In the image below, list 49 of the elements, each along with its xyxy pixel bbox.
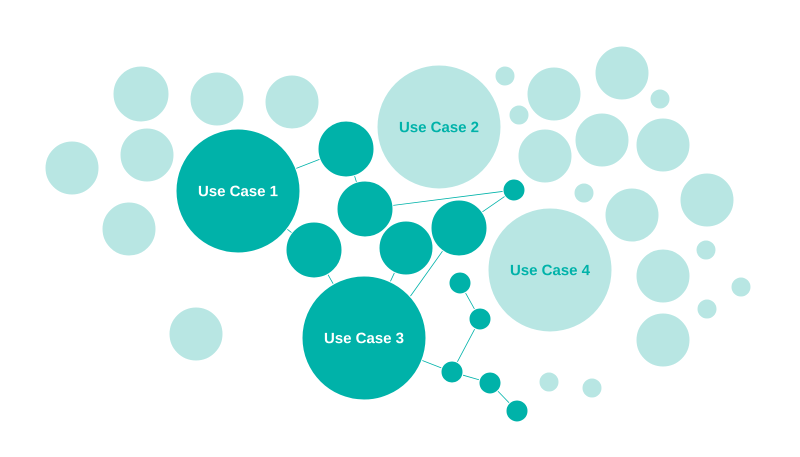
circle [680,172,734,228]
connector-line [456,328,476,362]
circle [696,298,718,320]
circle [730,276,752,298]
circle [506,399,528,422]
circle [574,112,630,168]
connector-line [392,191,503,206]
circle [574,182,594,204]
circle [650,88,670,110]
circle [604,188,660,242]
circle [478,371,502,394]
circle [44,140,100,196]
connector-line [328,274,334,284]
circle [336,180,394,238]
connector-line [422,360,442,368]
circle [112,66,170,122]
circle [538,371,560,392]
connector-line [354,176,357,182]
connector-line [462,374,480,380]
circle [518,128,572,184]
connector-line [410,250,443,297]
circle [582,377,602,398]
circle [526,66,582,122]
circle [168,306,224,362]
circle [636,118,690,172]
circle [494,66,516,86]
circle [264,74,320,130]
circle [378,220,434,276]
circle [502,178,526,202]
connector-line [482,196,505,212]
circle [468,307,492,330]
circle [190,72,244,126]
circle [120,128,174,182]
connector-line [498,390,510,404]
circle [448,272,472,294]
connector-line [390,272,395,282]
circle [594,46,650,100]
connector-line [286,228,292,233]
circle [286,221,342,278]
circle [508,104,530,126]
circle [696,239,716,260]
circle [430,200,488,256]
circle [318,120,374,178]
circle [636,312,690,368]
circle [440,360,464,384]
connector-line [465,292,475,310]
circle [102,201,156,256]
circle [636,248,690,304]
connector-line [296,158,320,169]
